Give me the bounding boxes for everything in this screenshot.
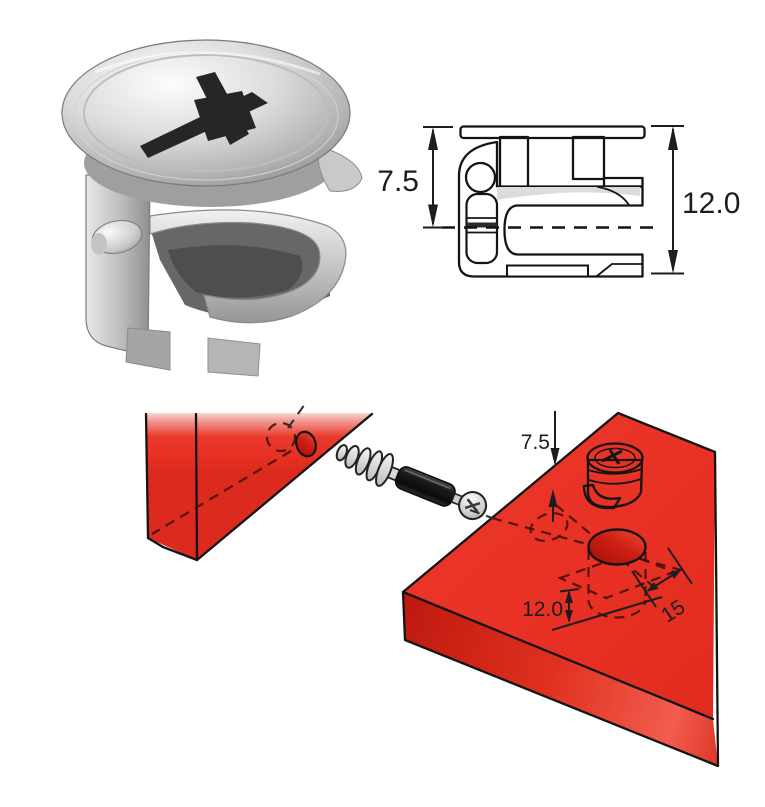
left-panel-hidden-axis-up (287, 403, 306, 429)
left-panel-bottom-edge (146, 536, 199, 562)
assembly-dim-7-5: 7.5 (521, 411, 560, 522)
section-jaw-shade (497, 187, 640, 200)
section-body (457, 140, 644, 278)
cam-drawing-band2 (588, 478, 642, 485)
cam-drawing-hook (582, 483, 622, 510)
cam-photo-foot-right (207, 337, 261, 377)
right-panel: 7.5 12.0 15 (401, 411, 720, 768)
left-panel (144, 403, 374, 562)
dim-label-7-5-assembly: 7.5 (521, 431, 550, 454)
hidden-bore-ellipse (529, 512, 569, 542)
cam-drawing-rim (594, 447, 636, 469)
cam-photo-highlight (94, 51, 321, 76)
cam-photo-head-rim (83, 54, 329, 172)
cross-section-diagram: 7.5 12.0 (377, 125, 740, 278)
cam-photo-foot-left (125, 327, 171, 371)
cam-drawing-phillips-icon (601, 449, 623, 465)
section-pillar-right (571, 135, 606, 181)
bolt-sleeve-highlight (404, 469, 451, 490)
dim-label-12-0-section: 12.0 (682, 187, 740, 220)
left-panel-edge1 (144, 412, 150, 540)
connecting-bolt (335, 444, 488, 521)
left-panel-dowel-hole (295, 430, 317, 458)
section-ball (464, 161, 497, 194)
right-panel-drill-hole (587, 528, 647, 566)
right-panel-front-edge (401, 590, 715, 721)
right-panel-front-face (403, 592, 718, 766)
cam-photo-flange-wing (317, 145, 363, 192)
cam-drawing-head (586, 442, 644, 474)
section-flange (459, 125, 646, 140)
assembly-illustration: 7.5 12.0 15 (144, 403, 720, 768)
section-bottom-inset (506, 264, 589, 278)
dim-label-7-5-section: 7.5 (377, 165, 419, 198)
dim-label-12-0-assembly: 12.0 (522, 598, 563, 621)
axis-line-cross (555, 504, 661, 593)
left-panel-edge2 (194, 412, 199, 562)
cam-photo-pin-tip (91, 233, 107, 255)
bolt-sleeve (394, 466, 456, 507)
bolt-thread-1 (344, 445, 360, 469)
cam-lock-drawing (582, 442, 644, 510)
cam-photo-cavity-shadow (168, 245, 303, 298)
axis-line-gap (469, 509, 493, 519)
section-notch-line (596, 263, 644, 277)
hidden-cylinder-bottom (587, 599, 647, 619)
cam-photo-hook (149, 209, 347, 324)
section-step-block (602, 176, 644, 188)
assembly-dim-12-0: 12.0 (522, 588, 663, 631)
phillips-recess-icon (140, 72, 268, 158)
section-dim-12-0: 12.0 (651, 125, 740, 275)
bolt-collar (375, 453, 394, 487)
right-panel-top-face (403, 413, 715, 719)
section-channel-bar (466, 222, 497, 228)
left-panel-hidden-hole (265, 421, 297, 453)
left-panel-hidden-axis (151, 450, 292, 535)
section-dim-7-5: 7.5 (377, 126, 453, 229)
right-panel-outline (401, 411, 720, 768)
section-pillar-left (498, 135, 530, 189)
left-panel-edge3 (195, 412, 374, 562)
cam-drawing-band1 (587, 468, 643, 475)
cam-lock-photo (61, 39, 363, 377)
section-jaw-curve (597, 186, 630, 206)
bolt-phillips-icon (464, 498, 481, 513)
left-panel-narrow-face (146, 413, 197, 560)
